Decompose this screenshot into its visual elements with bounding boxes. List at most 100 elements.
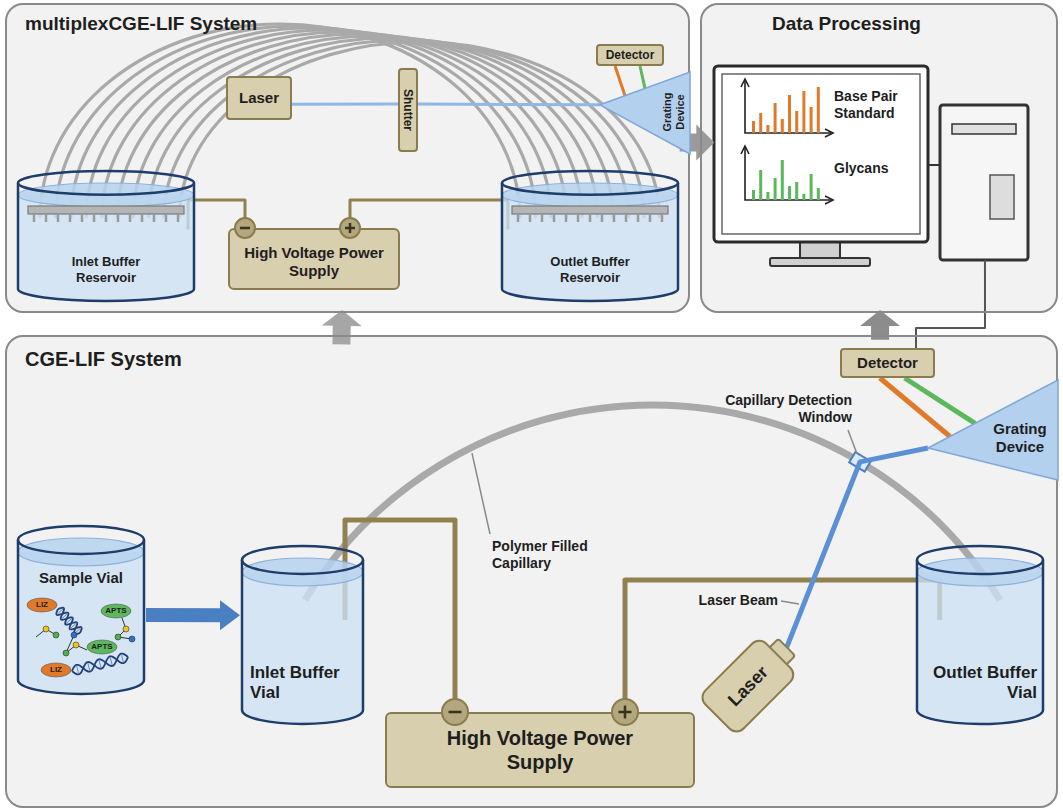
part-label: Capillary Detection Window [712, 392, 852, 426]
terminal [442, 699, 468, 725]
tower-case [940, 105, 1028, 260]
bar [752, 190, 755, 200]
bar [759, 170, 762, 200]
laser-body [698, 637, 797, 736]
terminal-sign [449, 711, 462, 714]
capillary-end [661, 214, 664, 222]
dna-rung [62, 613, 68, 618]
axis [745, 80, 832, 133]
capillary-end [637, 214, 640, 222]
vessel-rim [242, 546, 363, 574]
liquid [242, 572, 363, 724]
dna-rung [57, 609, 63, 614]
connector [615, 66, 625, 96]
bar [788, 95, 791, 133]
label-block: APTS [87, 641, 117, 653]
chart-label: Glycans [834, 160, 912, 177]
dna-rung [110, 657, 112, 665]
capillary-end [517, 214, 520, 222]
detector-box: Detector [596, 44, 664, 66]
text-block: Grating Device [986, 420, 1054, 456]
component-label: Sample Vial [16, 569, 146, 587]
connector [640, 66, 645, 88]
glycan-chain [66, 635, 87, 653]
text-block: High Voltage Power Supply [442, 726, 638, 774]
bar [759, 113, 762, 133]
monosaccharide [53, 632, 59, 638]
component-label: Grating Device [986, 420, 1054, 456]
liquid-surface [242, 558, 363, 586]
vessel-outline [18, 540, 144, 694]
bar [795, 182, 798, 200]
buffer-reservoir: Inlet Buffer Reservoir [16, 170, 196, 302]
part-label: Polymer Filled Capillary [492, 538, 617, 572]
bar [774, 103, 777, 133]
bar [788, 186, 791, 200]
buffer-reservoir: Outlet Buffer Reservoir [500, 170, 680, 302]
dye-oval [101, 604, 131, 618]
shape [385, 712, 695, 788]
tower-panel [990, 175, 1014, 219]
dna-strand [72, 654, 128, 672]
text-block: Laser [228, 89, 290, 107]
dna-strand [58, 608, 82, 633]
terminal [235, 218, 255, 238]
vessel-rim [917, 546, 1043, 574]
terminal-sign [349, 223, 352, 233]
arrowhead [220, 600, 240, 630]
power-supply: High Voltage Power Supply [228, 228, 400, 290]
panel-title: CGE-LIF System [25, 347, 285, 371]
monosaccharide [43, 626, 49, 632]
computer-tower [928, 105, 1028, 260]
leader-line [472, 453, 490, 534]
bar [781, 160, 784, 200]
monosaccharide [73, 642, 79, 648]
panel-title: multiplexCGE-LIF System [25, 13, 345, 36]
axis-head [741, 79, 749, 87]
capillary-end [541, 214, 544, 222]
data-panel: Data Processing [700, 3, 1058, 313]
capillary-end [649, 214, 652, 222]
text-block: Shutter [399, 69, 417, 151]
component-label: Inlet Buffer Vial [250, 663, 355, 704]
terminal-sign [624, 706, 627, 719]
bar [810, 174, 813, 200]
vessel-rim [18, 171, 194, 195]
connector [350, 200, 508, 229]
component-label: Shutter [399, 69, 417, 151]
dna-rung [77, 666, 79, 674]
buffer-vial: Outlet Buffer Vial [915, 545, 1045, 725]
bar [781, 119, 784, 133]
vessel-outline [18, 183, 194, 301]
dna-rung [121, 655, 123, 663]
connector [871, 325, 889, 340]
vessel-outline [917, 560, 1043, 724]
text-block: Sample Vial [16, 569, 146, 587]
monosaccharide [123, 626, 129, 632]
capillary-end [601, 214, 604, 222]
component-label: Detector [842, 350, 933, 376]
dna-rung [70, 623, 76, 628]
component-label: Laser [228, 89, 290, 107]
capillary-end [565, 214, 568, 222]
label-block: Glycans [834, 160, 912, 177]
capillary-end [141, 214, 144, 222]
label-block: APTS [101, 605, 131, 617]
liquid-surface [18, 538, 144, 566]
component-label: Inlet Buffer Reservoir [56, 254, 156, 285]
capillary-holder [28, 206, 184, 214]
capillary-end [45, 214, 48, 222]
bar [817, 188, 820, 200]
terminal [612, 699, 638, 725]
bar [766, 192, 769, 200]
axis [745, 147, 832, 200]
system-panel: multiplexCGE-LIF SystemDetectorLaser Shut… [5, 3, 690, 313]
label-block: Laser Beam [690, 592, 778, 609]
monosaccharide [129, 636, 135, 642]
dna-rung [66, 618, 72, 623]
text-block: multiplexCGE-LIF System [25, 13, 345, 36]
prism [600, 72, 690, 154]
text-block: Inlet Buffer Reservoir [56, 254, 156, 285]
bar [810, 107, 813, 133]
